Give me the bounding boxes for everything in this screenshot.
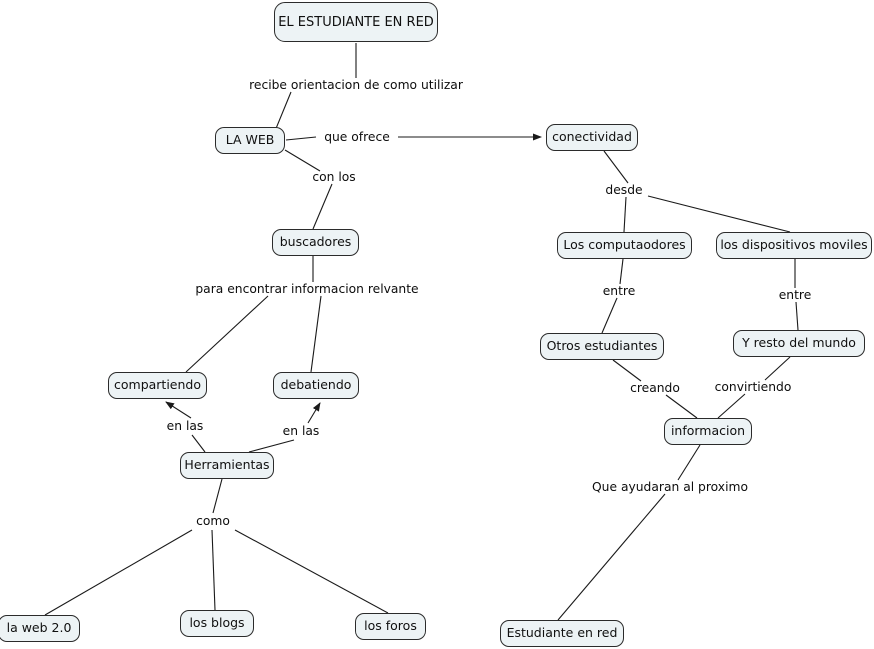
- node-los_dispositivos_moviles[interactable]: los dispositivos moviles: [716, 232, 872, 259]
- edge-label-desde-to-computaodores: [623, 196, 627, 233]
- edge-computaodores-to-entre-left: [619, 258, 624, 285]
- edge-conectividad-to-label-desde: [603, 150, 629, 184]
- edge-entre-left-to-otros-estudiantes: [601, 297, 618, 334]
- edge-informacion-to-que-ayudaran: [677, 444, 701, 481]
- node-label-buscadores: buscadores: [279, 234, 352, 250]
- edge-laweb-to-label-conlos: [284, 149, 321, 172]
- node-label-otros_estudiantes: Otros estudiantes: [546, 338, 658, 354]
- node-label-conectividad: conectividad: [552, 129, 632, 145]
- edge-label-como-to-losforos: [234, 529, 389, 614]
- node-la_web[interactable]: LA WEB: [215, 127, 285, 154]
- node-herramientas[interactable]: Herramientas: [180, 452, 274, 479]
- node-label-compartiendo: compartiendo: [114, 377, 201, 393]
- node-buscadores[interactable]: buscadores: [272, 229, 359, 256]
- edge-label-para-to-debatiendo: [310, 295, 322, 373]
- node-otros_estudiantes[interactable]: Otros estudiantes: [540, 333, 664, 360]
- node-la_web_20[interactable]: la web 2.0: [0, 615, 80, 642]
- edge-label-desde-to-dispositivos: [647, 195, 791, 233]
- node-conectividad[interactable]: conectividad: [546, 124, 638, 151]
- node-label-la_web: LA WEB: [225, 132, 275, 148]
- node-label-los_blogs: los blogs: [189, 615, 245, 631]
- edge-que-ayudaran-to-estudiante-leaf: [557, 493, 666, 621]
- edge-label-como-to-losblogs: [211, 529, 216, 611]
- edge-label-como-to-laweb20: [44, 529, 193, 616]
- edge-herramientas-to-enlas-right: [248, 439, 295, 453]
- node-los_computaodores[interactable]: Los computaodores: [557, 232, 692, 259]
- node-label-informacion: informacion: [670, 423, 746, 439]
- node-label-estudiante_en_red_root: EL ESTUDIANTE EN RED: [278, 14, 434, 30]
- edge-herramientas-to-enlas-left: [191, 434, 206, 453]
- node-estudiante_en_red_leaf[interactable]: Estudiante en red: [500, 620, 624, 647]
- node-label-la_web_20: la web 2.0: [6, 620, 72, 636]
- edge-laweb-to-label-queofrece: [285, 136, 317, 141]
- edge-label-enlas-left-to-compartiendo: [165, 401, 192, 419]
- node-los_blogs[interactable]: los blogs: [180, 610, 254, 637]
- edge-creando-to-informacion: [665, 394, 698, 419]
- node-estudiante_en_red_root[interactable]: EL ESTUDIANTE EN RED: [274, 2, 438, 42]
- node-debatiendo[interactable]: debatiendo: [273, 372, 359, 399]
- edge-herramientas-to-label-como: [212, 478, 223, 514]
- node-label-los_computaodores: Los computaodores: [563, 237, 686, 253]
- node-label-debatiendo: debatiendo: [280, 377, 352, 393]
- node-compartiendo[interactable]: compartiendo: [108, 372, 207, 399]
- node-informacion[interactable]: informacion: [664, 418, 752, 445]
- node-los_foros[interactable]: los foros: [355, 613, 426, 640]
- edge-resto-mundo-to-convirtiendo: [764, 356, 791, 381]
- edge-label-conlos-to-buscadores: [312, 183, 333, 230]
- edge-label-para-to-compartiendo: [185, 295, 269, 373]
- node-y_resto_del_mundo[interactable]: Y resto del mundo: [733, 330, 865, 357]
- edge-label-enlas-right-to-debatiendo: [307, 402, 321, 424]
- edge-entre-right-to-resto-mundo: [795, 301, 799, 331]
- node-label-los_dispositivos_moviles: los dispositivos moviles: [720, 237, 868, 253]
- node-label-los_foros: los foros: [364, 618, 417, 634]
- edge-otros-estudiantes-to-creando: [612, 359, 642, 382]
- edge-convirtiendo-to-informacion: [717, 393, 746, 419]
- node-label-y_resto_del_mundo: Y resto del mundo: [742, 335, 856, 351]
- node-label-herramientas: Herramientas: [184, 457, 270, 473]
- node-label-estudiante_en_red_leaf: Estudiante en red: [506, 625, 618, 641]
